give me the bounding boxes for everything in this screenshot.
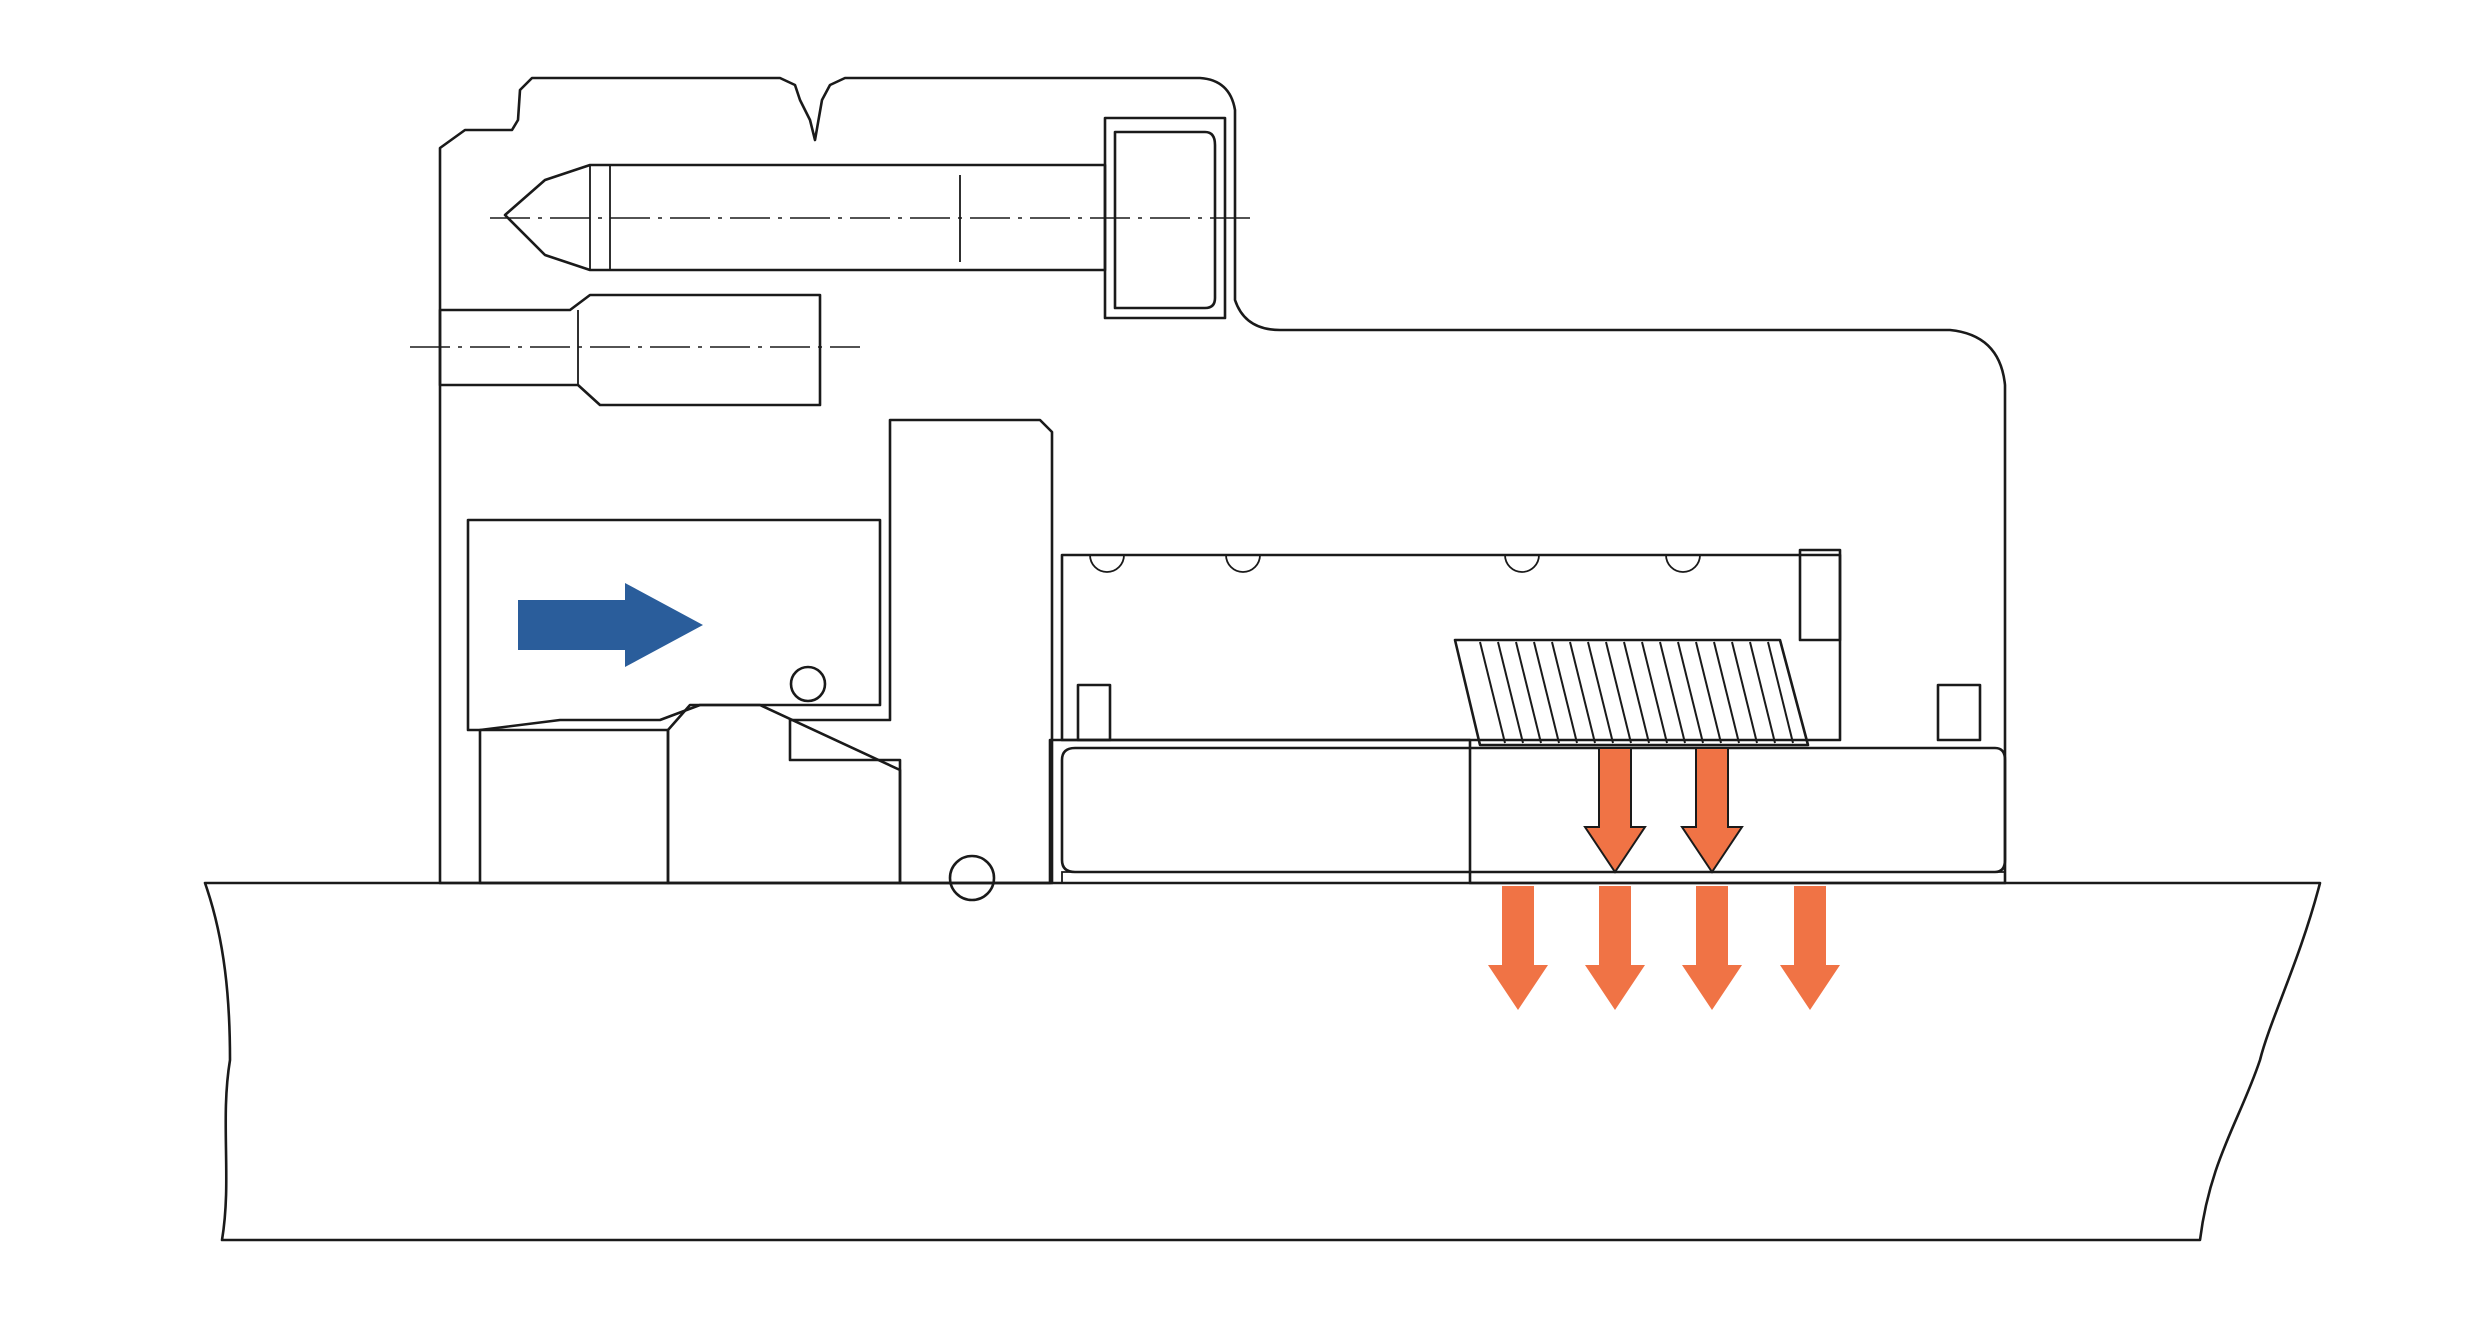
seal-right [1936,683,1982,742]
arrow-right-icon [518,583,703,667]
hatch-line [1731,641,1758,744]
hatch-line [1677,641,1704,744]
radial-clamp-arrows [1488,747,1840,1010]
base-block-left [478,728,670,885]
sleeve-body [1060,746,2007,874]
axial-force-arrow [518,583,703,667]
hatch-line [1641,641,1668,744]
housing-body [438,76,2007,885]
arrow-down-icon [1585,886,1645,1010]
arrow-down-icon [1680,747,1744,874]
hatch-line [1767,641,1794,744]
o-ring-upper [789,665,827,703]
shaft [203,881,2322,1242]
hatch-line [1659,641,1686,744]
arrow-down-icon [1583,747,1647,874]
hatch-line [1623,641,1650,744]
spring-chamber-rim [1089,554,1701,573]
hatch-line [1551,641,1578,744]
housing [410,76,2007,902]
hatch-line [1605,641,1632,744]
shaft-body [203,881,2322,1242]
clamping-sleeve [1060,638,2007,884]
sleeve-wedge [1453,638,1810,747]
arrow-down-icon [1682,886,1742,1010]
pressure-ring [466,518,882,732]
retainer [1798,548,1842,642]
hatch-line [1713,641,1740,744]
arrow-down-icon [1488,886,1548,1010]
hatch-line [1569,641,1596,744]
screw-shank [503,163,1107,272]
hatch-line [1749,641,1776,744]
hatch-line [1497,641,1524,744]
hatch-line [1587,641,1614,744]
arrow-down-icon [1780,886,1840,1010]
base-block-mid [666,703,902,885]
sleeve-foot [1061,871,2006,884]
seal-left [1076,683,1112,742]
spring-chamber [1060,553,1842,742]
hatch-line [1479,641,1506,744]
hatch-line [1695,641,1722,744]
sleeve-hatching [1479,641,1794,744]
jack-screw [438,293,822,407]
o-ring-lower [948,854,996,902]
hatch-line [1533,641,1560,744]
hatch-line [1515,641,1542,744]
screw-head [1113,130,1217,310]
inner-sleeve [788,418,1054,885]
